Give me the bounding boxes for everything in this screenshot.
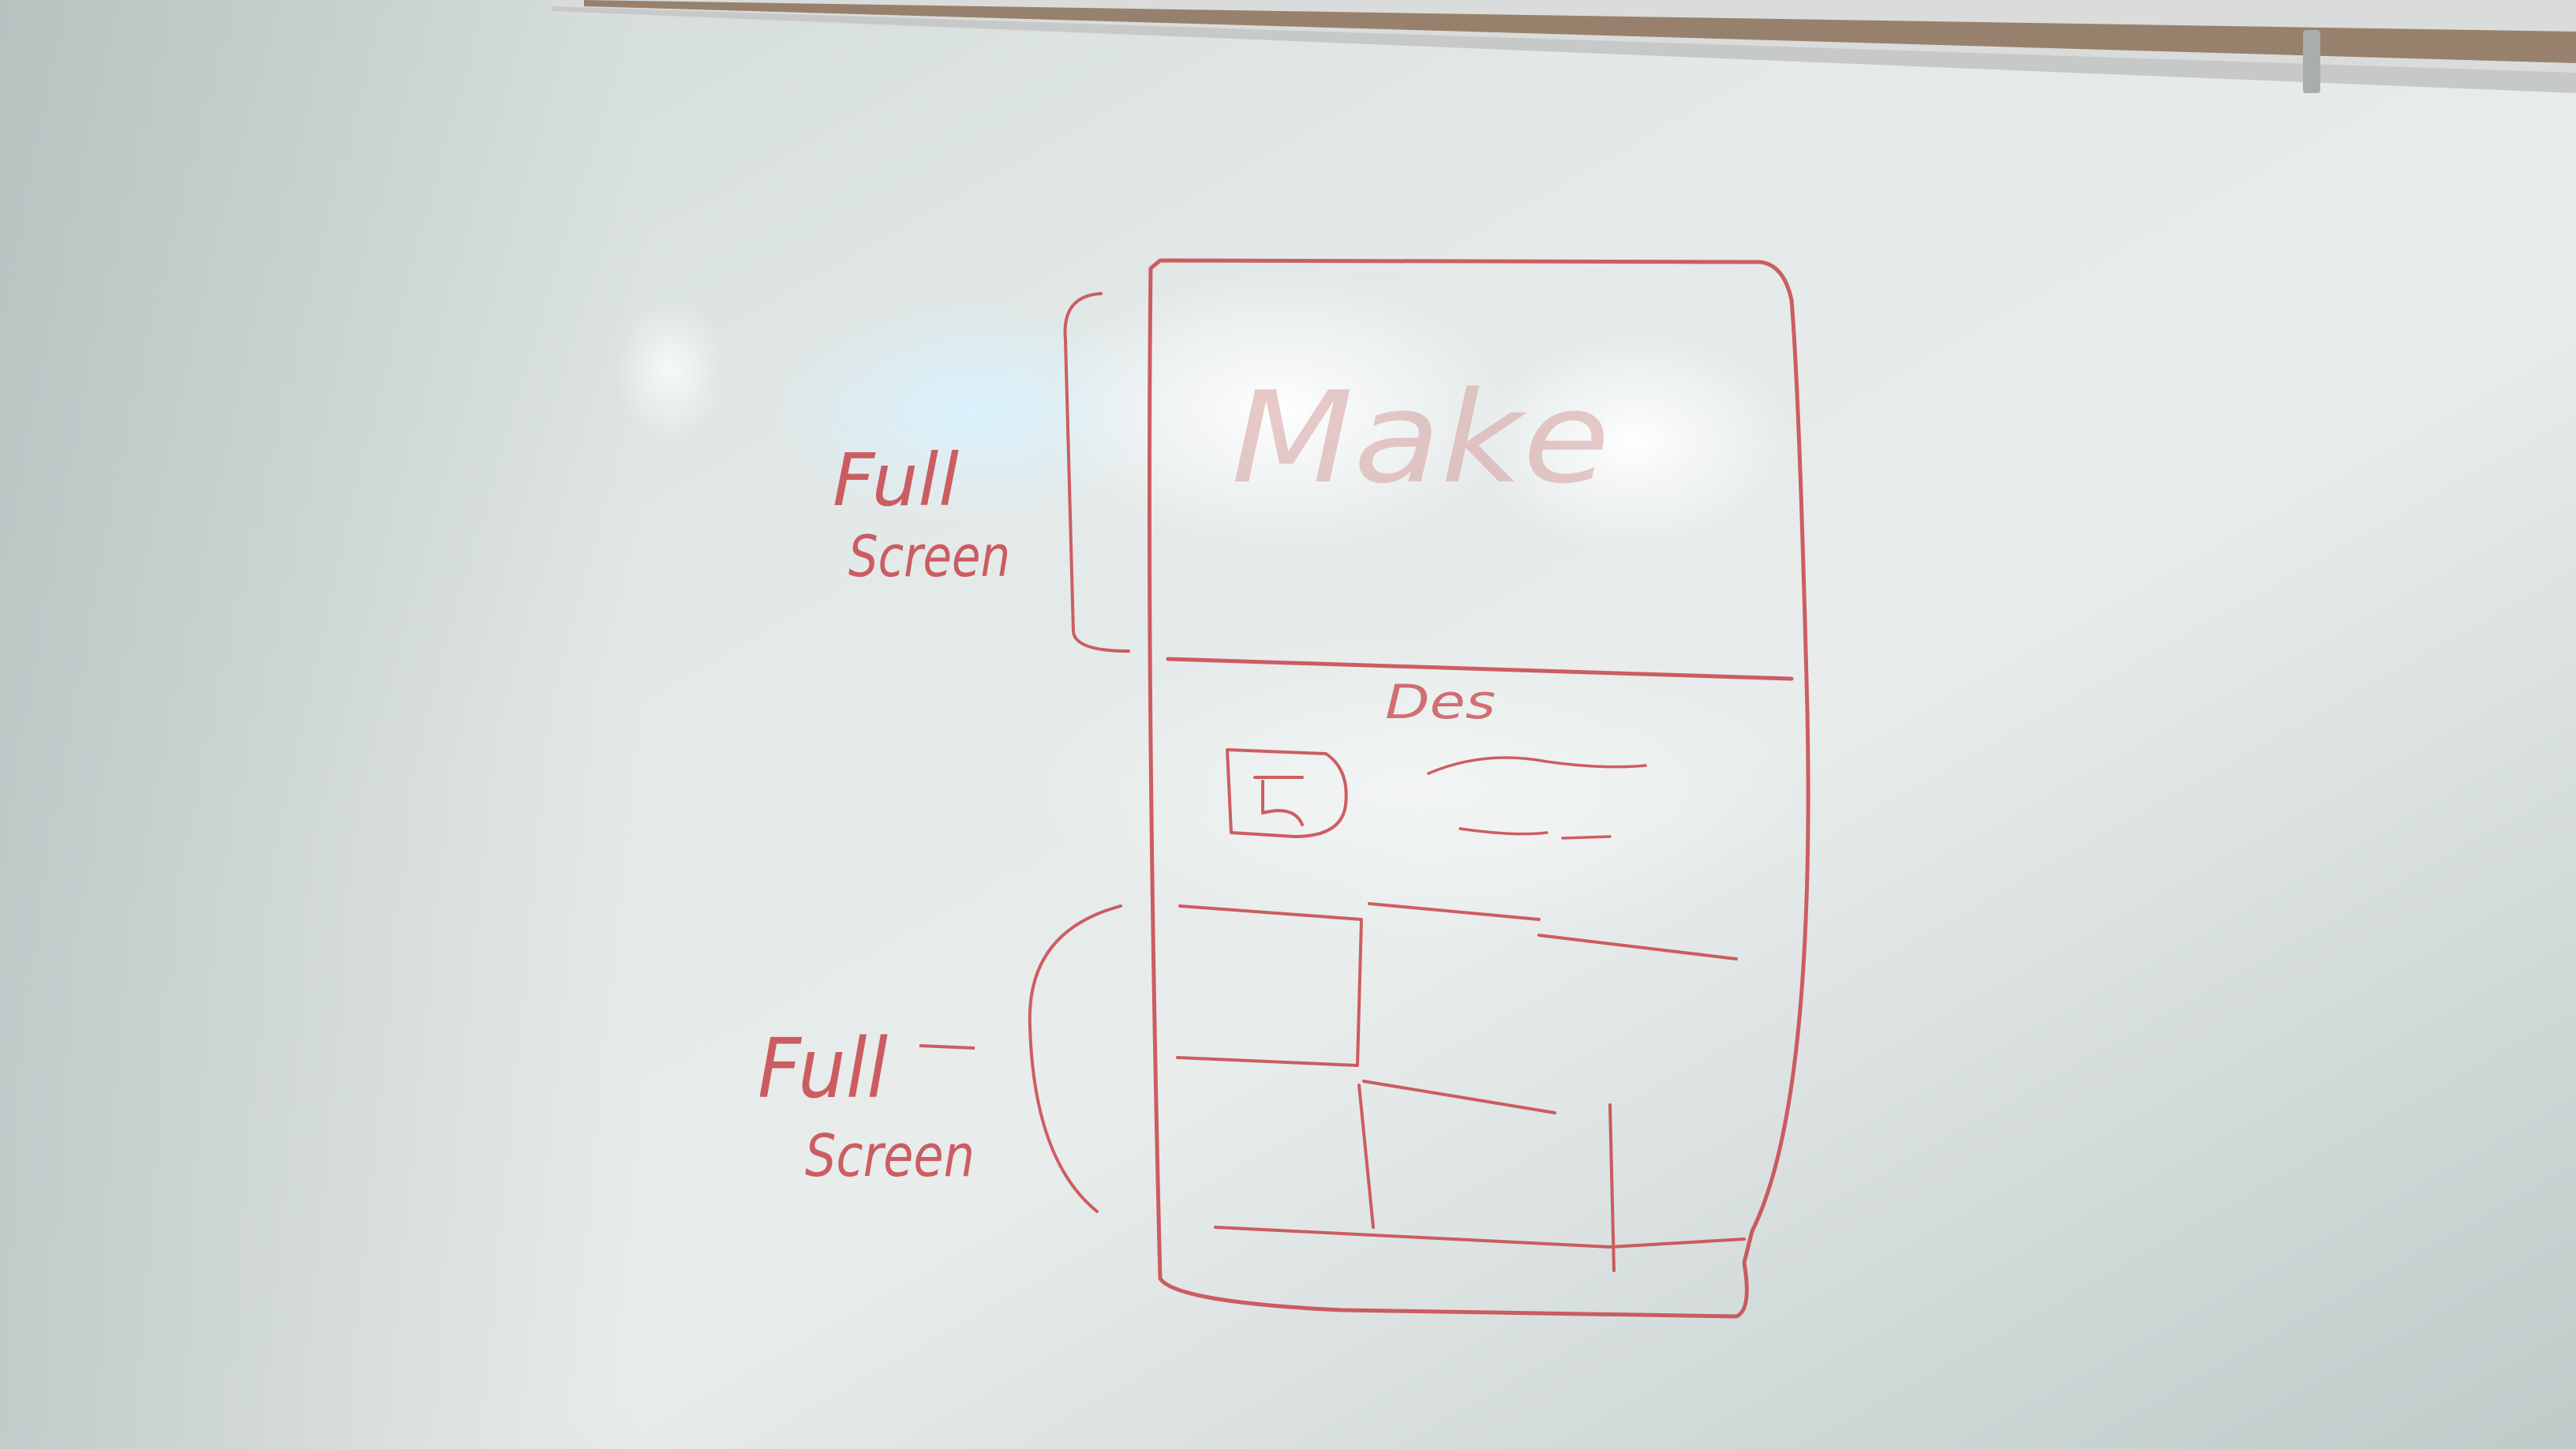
annotation-top-line2: Screen [848,523,1010,590]
phone-frame [1148,258,1810,1319]
grid-sketch [1176,902,1746,1272]
bracket-top [1063,292,1130,653]
description-lines [1427,756,1647,840]
icon-box-sketch [1226,748,1348,838]
annotation-top-line1: Full [833,438,959,522]
annotation-bottom-line2: Screen [805,1122,975,1190]
marker-tray [552,0,2576,93]
handwritten-labels: Make Des Full Screen Full Screen [758,364,1610,1190]
title-label: Make [1231,364,1610,511]
dash-mark [919,1044,975,1050]
annotation-bottom-line1: Full [758,1020,888,1117]
light-glare [616,268,1815,947]
section-label: Des [1385,675,1496,730]
bracket-bottom [1028,904,1122,1213]
header-divider [1166,657,1794,681]
wireframe-sketch [1028,258,1810,1319]
